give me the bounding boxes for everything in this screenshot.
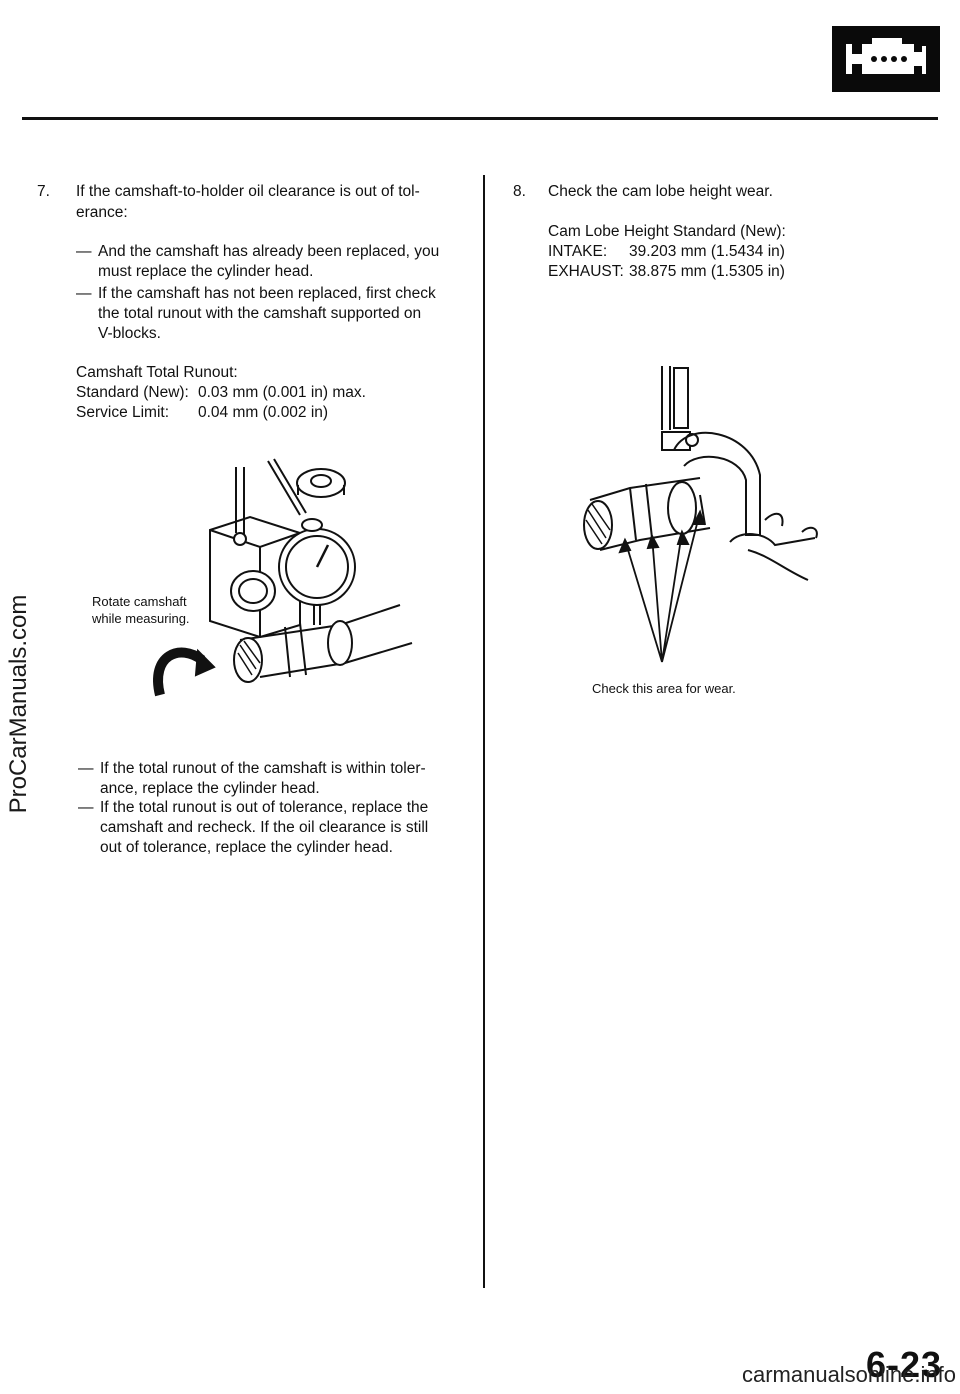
bullet-4-line-2: camshaft and recheck. If the oil clearan… <box>100 819 429 836</box>
bullet-1-dash: — <box>76 243 92 260</box>
watermark-text: ProCarManuals.com <box>5 594 32 814</box>
runout-title: Camshaft Total Runout: <box>76 364 238 381</box>
figure-caption-line-1: Rotate camshaft <box>92 594 187 609</box>
runout-standard-value: 0.03 mm (0.001 in) max. <box>198 384 366 401</box>
bullet-2-line-1: If the camshaft has not been replaced, f… <box>98 285 436 302</box>
bullet-4-line-3: out of tolerance, replace the cylinder h… <box>100 839 393 856</box>
bullet-4-dash: — <box>78 799 94 816</box>
footer-watermark: carmanualsonline.info <box>741 1362 956 1387</box>
step-8-number: 8. <box>513 183 526 200</box>
figure-caption-line-2: while measuring. <box>92 611 190 626</box>
cam-lobe-spec-title: Cam Lobe Height Standard (New): <box>548 223 786 240</box>
intake-label: INTAKE: <box>548 243 608 260</box>
column-divider <box>483 175 485 1288</box>
bullet-1-line-2: must replace the cylinder head. <box>98 263 314 280</box>
figure-caption-wear: Check this area for wear. <box>592 681 736 696</box>
header-rule <box>22 117 938 120</box>
exhaust-value: 38.875 mm (1.5305 in) <box>629 263 785 280</box>
runout-limit-value: 0.04 mm (0.002 in) <box>198 404 329 421</box>
intake-value: 39.203 mm (1.5434 in) <box>629 243 785 260</box>
bullet-3-dash: — <box>78 760 94 777</box>
bullet-2-dash: — <box>76 285 92 302</box>
step-8-text: Check the cam lobe height wear. <box>548 183 773 200</box>
runout-standard-label: Standard (New): <box>76 384 189 401</box>
bullet-1-line-1: And the camshaft has already been replac… <box>98 243 440 260</box>
step-7-number: 7. <box>37 183 50 200</box>
bullet-2-line-2: the total runout with the camshaft suppo… <box>98 305 422 322</box>
micrometer-figure <box>570 360 830 670</box>
engine-section-icon <box>832 26 940 92</box>
bullet-2-line-3: V-blocks. <box>98 325 161 342</box>
step-7-line-1: If the camshaft-to-holder oil clearance … <box>76 183 420 200</box>
bullet-4-line-1: If the total runout is out of tolerance,… <box>100 799 429 816</box>
bullet-3-line-1: If the total runout of the camshaft is w… <box>100 760 426 777</box>
step-7-line-2: erance: <box>76 204 128 221</box>
runout-limit-label: Service Limit: <box>76 404 170 421</box>
page-number: 6-23 <box>865 1344 942 1385</box>
exhaust-label: EXHAUST: <box>548 263 624 280</box>
dial-indicator-figure <box>140 455 420 715</box>
bullet-3-line-2: ance, replace the cylinder head. <box>100 780 320 797</box>
